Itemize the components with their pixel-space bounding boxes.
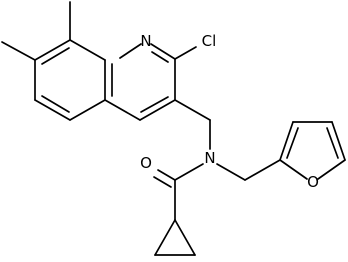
bond-fc2-fc3: [279, 121, 294, 161]
bond-cp1-cp2: [154, 219, 176, 256]
bond-cp3-cp1: [174, 219, 196, 256]
bond-fc2-fc3-inner: [286, 127, 299, 159]
bond-fc4-fc5: [331, 121, 346, 161]
atom-label-quinoline-n: N: [140, 32, 151, 50]
bond-c8a-n1: [119, 43, 142, 59]
bond-c8-c7: [34, 39, 71, 61]
bond-c3-c4-inner: [140, 96, 169, 113]
pyridine-ring: [104, 43, 176, 121]
bond-c8-c7-inner: [41, 47, 70, 65]
furan-ring: [279, 121, 346, 180]
bond-c2-cl: [174, 46, 197, 60]
bond-carbonyl-o-double: [153, 176, 172, 188]
bond-n-ch2b: [216, 163, 246, 181]
bond-c6-c5: [34, 99, 71, 121]
bond-n1-c2: [150, 43, 176, 60]
benzene-ring: [34, 39, 113, 121]
bond-c8a-c8: [69, 39, 106, 61]
bond-n-carbonyl: [174, 163, 204, 181]
bond-fc5-o: [317, 159, 346, 180]
bond-c3-c4: [139, 99, 176, 121]
bond-n1-c2-inner: [151, 51, 169, 63]
bond-c7-methyl: [1, 41, 36, 61]
bond-c4-c4a: [104, 99, 141, 121]
bond-c3-ch2: [174, 99, 211, 121]
bond-ch2b-furan: [244, 159, 281, 181]
atom-label-chlorine: Cl: [202, 32, 217, 50]
bond-carbonyl-o: [157, 169, 176, 181]
bond-fc4-fc5-inner: [326, 127, 339, 159]
atom-label-carbonyl-o: O: [140, 154, 152, 172]
bond-o-fc2: [279, 159, 308, 180]
cyclopropyl-ring: [154, 219, 196, 256]
atom-label-amide-n: N: [204, 149, 215, 167]
atom-label-furan-o: O: [307, 173, 319, 191]
bond-c6-c5-inner: [41, 95, 70, 113]
bond-c5-c4a: [69, 99, 106, 121]
